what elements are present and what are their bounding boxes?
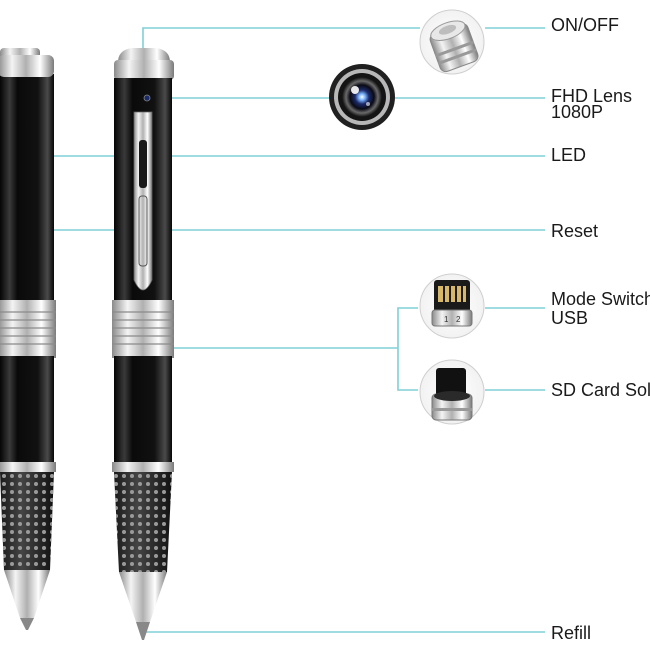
label-reset: Reset [551, 221, 599, 241]
label-led: LED [551, 145, 587, 165]
label-refill: Refill [551, 623, 592, 643]
leader-usb-sd [172, 307, 418, 391]
leader-led [25, 120, 545, 157]
label-on-off: ON/OFF [551, 15, 619, 35]
label-usb: USB [551, 308, 589, 328]
usb-connector-closeup: 1 2 [419, 273, 485, 339]
pen-right [112, 48, 174, 640]
usb-switch-mark-2: 2 [456, 315, 461, 324]
label-mode-switch: Mode Switch [551, 289, 650, 309]
label-fhd-lens: FHD Lens [551, 86, 633, 106]
pen-left [0, 48, 56, 630]
leader-reset [25, 229, 545, 268]
leader-on-off [142, 27, 420, 50]
camera-lens-closeup [329, 64, 395, 130]
label-fhd-lens-resolution: 1080P [551, 102, 604, 122]
on-off-button-closeup [419, 9, 485, 75]
usb-switch-mark-1: 1 [444, 315, 449, 324]
sd-card-slot-closeup [419, 359, 485, 425]
label-sd-card-slot: SD Card Solt [551, 380, 650, 400]
